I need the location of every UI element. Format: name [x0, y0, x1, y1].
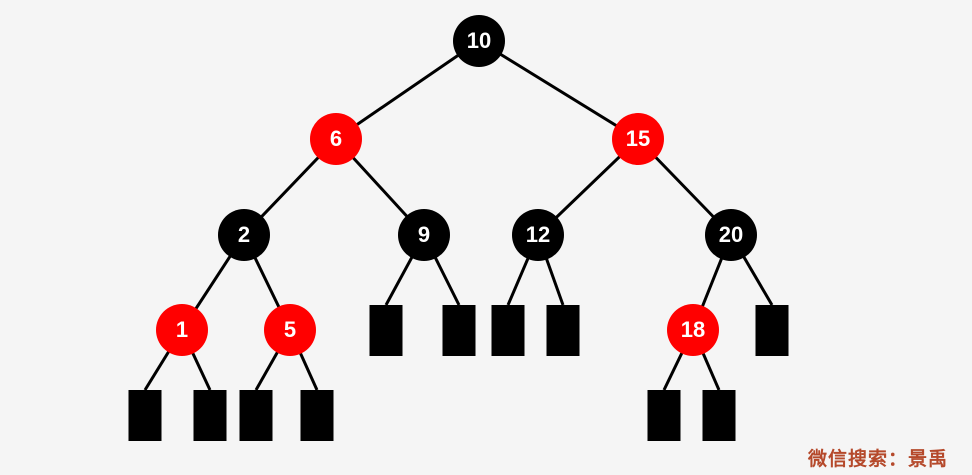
tree-node-15: 15: [612, 113, 664, 165]
nil-leaf: [755, 305, 789, 356]
nil-leaf: [369, 305, 403, 356]
node-circle: [705, 209, 757, 261]
node-circle: [264, 304, 316, 356]
tree-node-18: 18: [667, 304, 719, 356]
tree-node-6: 6: [310, 113, 362, 165]
node-label: 2: [238, 222, 250, 247]
watermark-text: 微信搜索：景禹: [807, 448, 948, 470]
tree-node-12: 12: [512, 209, 564, 261]
nil-leaf: [300, 390, 334, 441]
node-label: 9: [418, 222, 430, 247]
node-label: 18: [681, 317, 705, 342]
nil-leaf: [193, 390, 227, 441]
nil-leaf: [239, 390, 273, 441]
node-label: 20: [719, 222, 743, 247]
node-label: 6: [330, 126, 342, 151]
node-label: 15: [626, 126, 650, 151]
node-circle: [612, 113, 664, 165]
node-circle: [310, 113, 362, 165]
node-circle: [218, 209, 270, 261]
tree-node-5: 5: [264, 304, 316, 356]
edge-10-15: [478, 39, 639, 141]
node-circle: [156, 304, 208, 356]
node-circle: [667, 304, 719, 356]
tree-node-20: 20: [705, 209, 757, 261]
nil-leaf: [442, 305, 476, 356]
tree-node-1: 1: [156, 304, 208, 356]
nil-leaf: [128, 390, 162, 441]
nil-leaf: [647, 390, 681, 441]
tree-node-9: 9: [398, 209, 450, 261]
node-circle: [453, 15, 505, 67]
nil-leaf: [546, 305, 580, 356]
nil-leaves: [128, 305, 789, 441]
node-label: 10: [467, 28, 491, 53]
tree-node-2: 2: [218, 209, 270, 261]
node-label: 1: [176, 317, 188, 342]
node-circle: [398, 209, 450, 261]
node-circle: [512, 209, 564, 261]
node-label: 12: [526, 222, 550, 247]
nil-leaf: [702, 390, 736, 441]
node-label: 5: [284, 317, 296, 342]
tree-node-10: 10: [453, 15, 505, 67]
edge-10-6: [335, 39, 480, 141]
nil-leaf: [491, 305, 525, 356]
